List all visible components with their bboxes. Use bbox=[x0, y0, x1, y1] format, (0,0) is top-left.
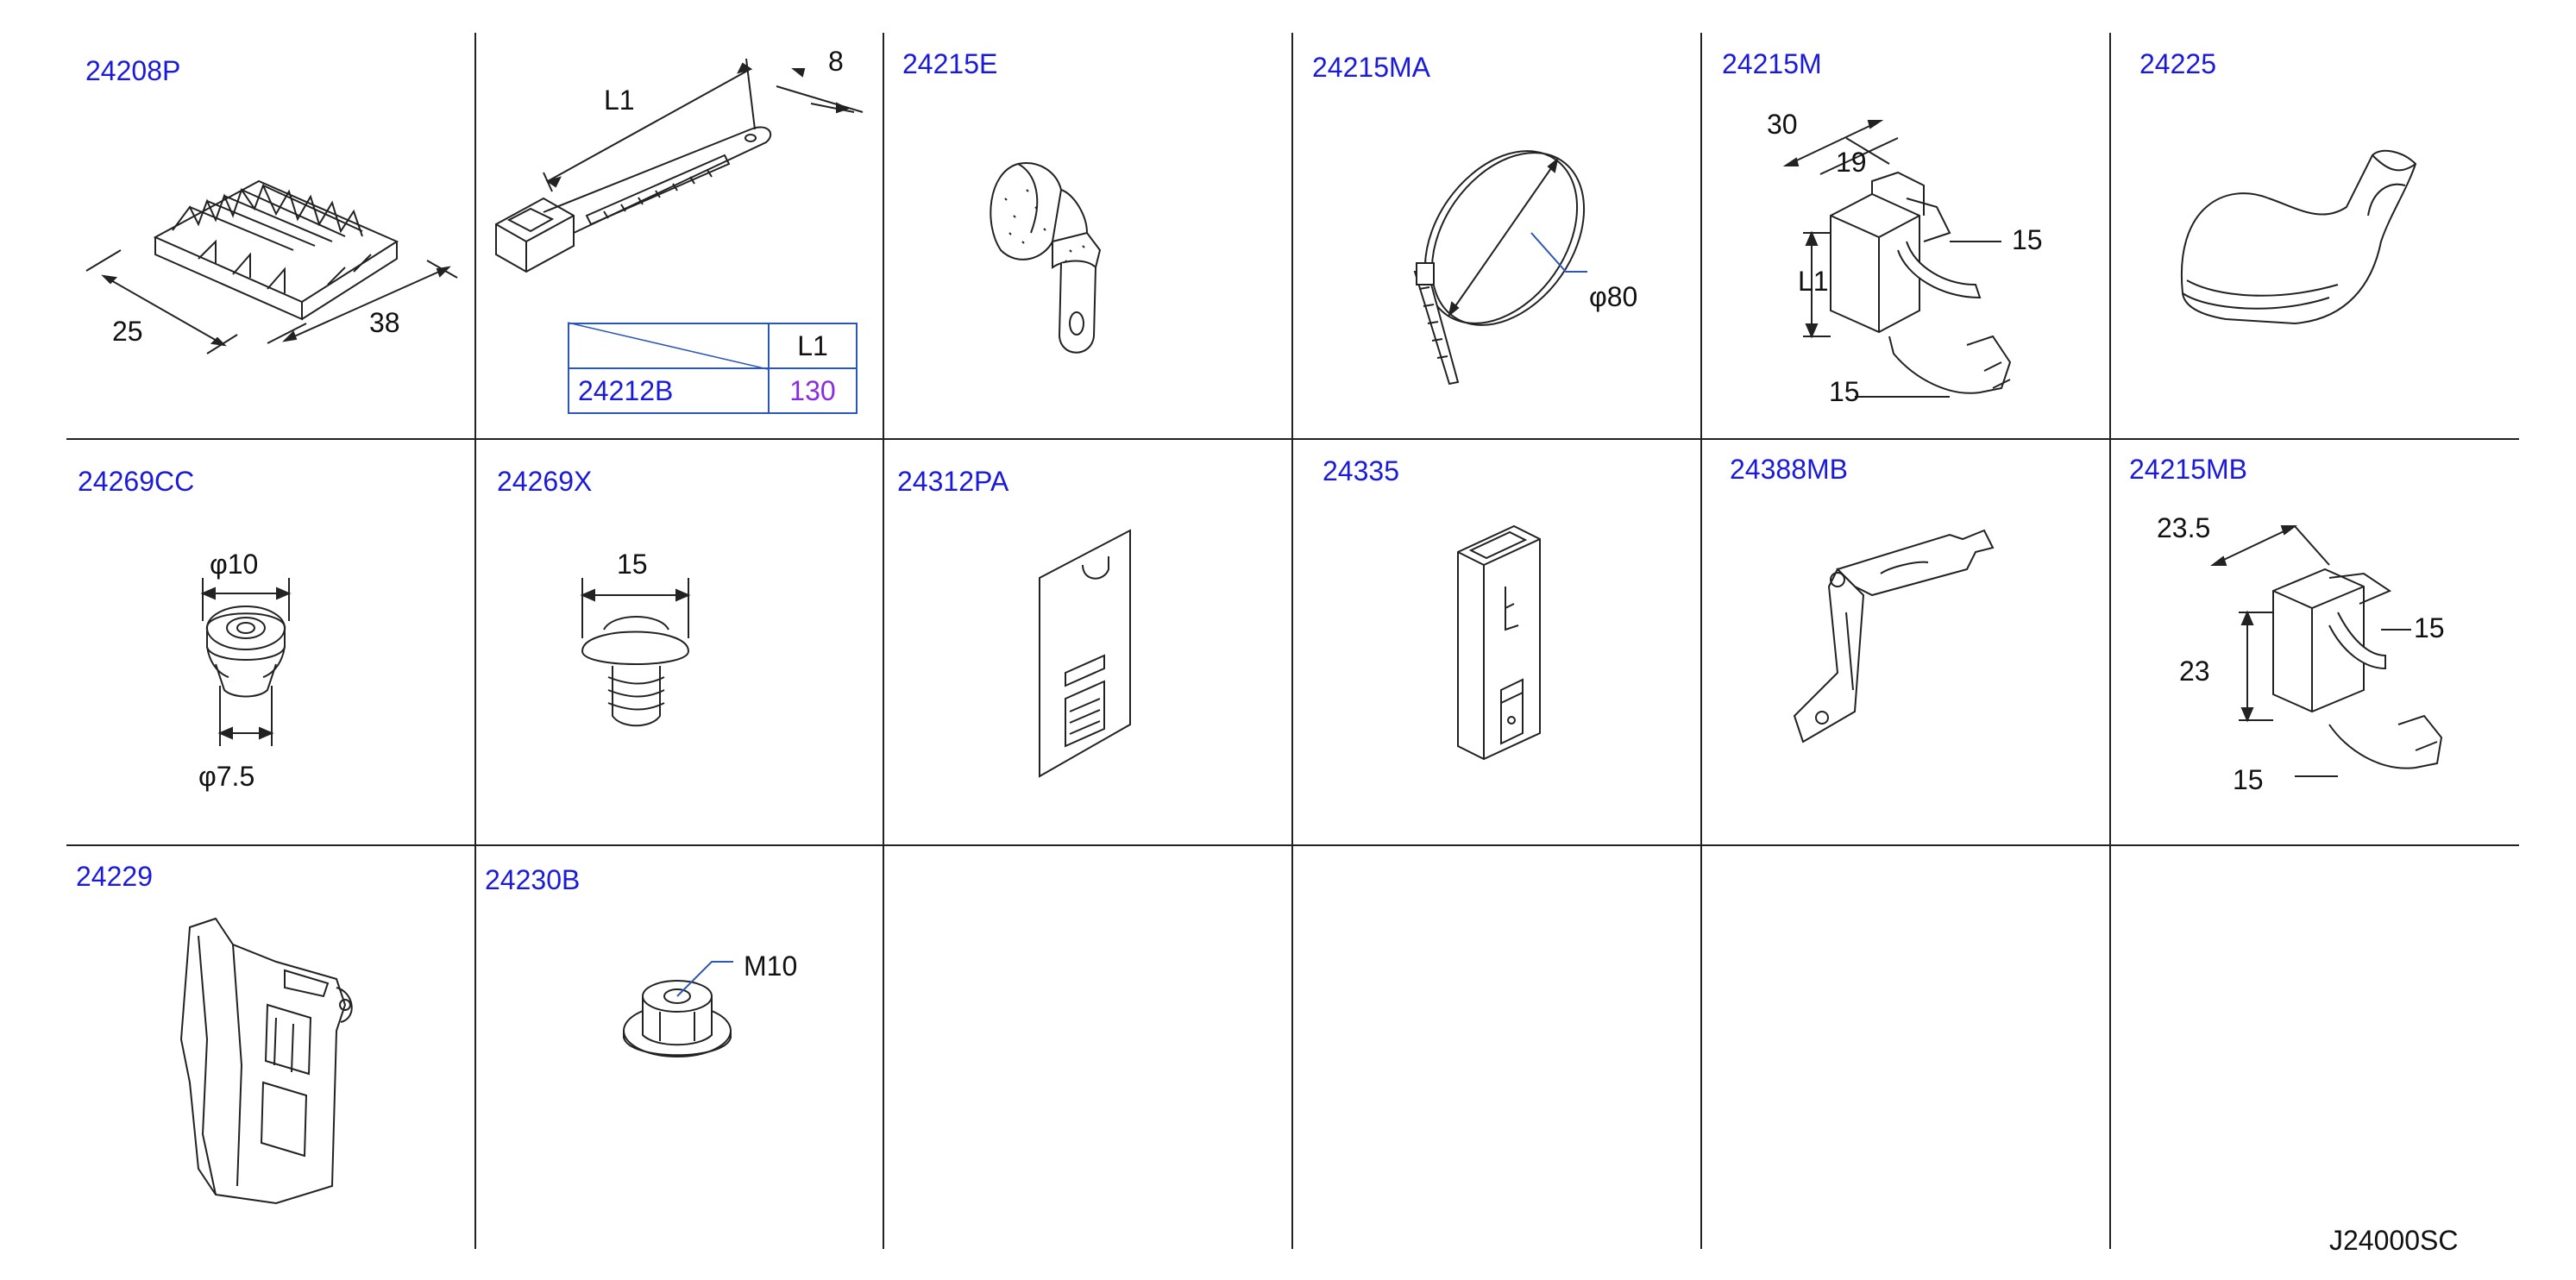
part-label-24312PA[interactable]: 24312PA bbox=[897, 466, 1009, 497]
dim-M10: M10 bbox=[744, 951, 798, 982]
part-label-24230B[interactable]: 24230B bbox=[485, 864, 581, 895]
m-dim-19: 19 bbox=[1836, 147, 1867, 178]
part-label-24388MB[interactable]: 24388MB bbox=[1730, 454, 1848, 485]
part-drawing-24215E[interactable] bbox=[983, 155, 1113, 362]
grid-vline-1 bbox=[474, 33, 476, 1249]
part-drawing-24215MA[interactable] bbox=[1406, 142, 1708, 392]
part-drawing-24388MB[interactable] bbox=[1777, 518, 2001, 750]
part-drawing-24269CC[interactable] bbox=[190, 569, 302, 759]
table-row: 24212B 130 bbox=[568, 367, 858, 414]
m-dim-30: 30 bbox=[1767, 109, 1798, 140]
table-header-corner bbox=[568, 323, 770, 369]
part-drawing-24229[interactable] bbox=[164, 910, 371, 1212]
diagram-code: J24000SC bbox=[2329, 1225, 2459, 1256]
part-label-24269CC[interactable]: 24269CC bbox=[78, 466, 195, 497]
part-drawing-24335[interactable] bbox=[1449, 518, 1553, 768]
part-drawing-24215MB[interactable] bbox=[2200, 518, 2485, 802]
part-drawing-24312PA[interactable] bbox=[1031, 526, 1143, 785]
table-header-row: L1 bbox=[568, 323, 858, 369]
table-header-L1: L1 bbox=[768, 323, 858, 369]
x-dim-15: 15 bbox=[617, 549, 648, 580]
m-dim-15-bottom: 15 bbox=[1829, 376, 1860, 407]
mb-dim-15-top: 15 bbox=[2414, 612, 2445, 643]
part-label-24229[interactable]: 24229 bbox=[76, 861, 153, 892]
tie-dim-L1: L1 bbox=[604, 85, 635, 116]
part-drawing-24208P[interactable] bbox=[86, 147, 457, 362]
grid-vline-4 bbox=[1700, 33, 1702, 1249]
grid-vline-5 bbox=[2109, 33, 2111, 1249]
grid-vline-3 bbox=[1291, 33, 1293, 1249]
dim-25: 25 bbox=[112, 316, 143, 347]
length-table: L1 24212B 130 bbox=[568, 323, 858, 414]
part-drawing-24225[interactable] bbox=[2174, 138, 2433, 354]
m-dim-15-top: 15 bbox=[2012, 224, 2043, 255]
part-label-24215MB[interactable]: 24215MB bbox=[2129, 454, 2247, 485]
part-drawing-cable-tie[interactable] bbox=[492, 43, 871, 293]
dim-38: 38 bbox=[369, 307, 400, 338]
table-row-code: 24212B bbox=[568, 367, 770, 414]
dim-phi7-5: φ7.5 bbox=[198, 761, 255, 792]
dim-phi10: φ10 bbox=[210, 549, 259, 580]
part-label-24215E[interactable]: 24215E bbox=[902, 48, 998, 79]
part-drawing-24230B[interactable] bbox=[613, 953, 828, 1082]
part-label-24208P[interactable]: 24208P bbox=[85, 55, 181, 86]
part-drawing-24215M[interactable] bbox=[1777, 112, 2070, 414]
part-label-24225[interactable]: 24225 bbox=[2139, 48, 2216, 79]
dim-phi80: φ80 bbox=[1589, 281, 1638, 312]
grid-vline-2 bbox=[883, 33, 884, 1249]
table-row-value: 130 bbox=[768, 367, 858, 414]
grid-hline-2 bbox=[66, 844, 2519, 846]
part-label-24215MA[interactable]: 24215MA bbox=[1312, 52, 1430, 83]
grid-hline-1 bbox=[66, 438, 2519, 440]
part-drawing-24269X[interactable] bbox=[578, 569, 699, 742]
mb-dim-23-5: 23.5 bbox=[2157, 512, 2211, 543]
mb-dim-15-bottom: 15 bbox=[2233, 764, 2264, 795]
part-label-24215M[interactable]: 24215M bbox=[1722, 48, 1822, 79]
tie-dim-8: 8 bbox=[828, 46, 844, 77]
part-label-24269X[interactable]: 24269X bbox=[497, 466, 593, 497]
mb-dim-23: 23 bbox=[2179, 656, 2210, 687]
m-dim-L1: L1 bbox=[1798, 266, 1829, 297]
part-label-24335[interactable]: 24335 bbox=[1323, 455, 1399, 486]
